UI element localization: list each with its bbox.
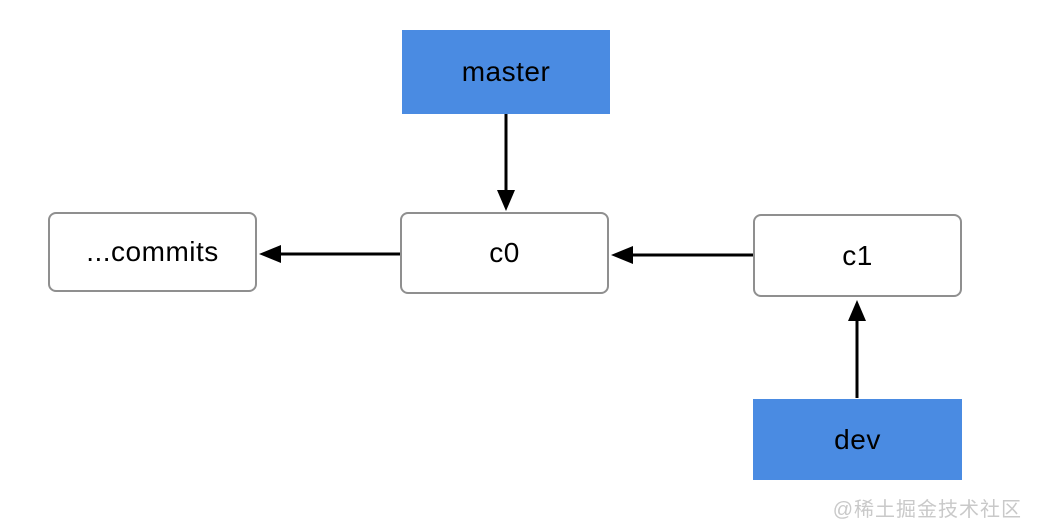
edge-c0-to-commits (259, 245, 401, 263)
edge-dev-to-c1 (848, 300, 866, 398)
commit-node-history: ...commits (48, 212, 257, 292)
watermark: @稀土掘金技术社区 (832, 499, 1022, 521)
commit-node-c0: c0 (400, 212, 609, 294)
arrowhead-down-icon (497, 190, 515, 211)
arrowhead-left-icon (259, 245, 281, 263)
branch-node-master: master (402, 30, 610, 114)
commit-node-c1-label: c1 (842, 239, 873, 271)
branch-node-dev: dev (753, 399, 962, 480)
edge-c1-to-c0 (611, 246, 754, 264)
commit-node-c0-label: c0 (489, 237, 520, 268)
commit-node-c1: c1 (753, 214, 962, 297)
branch-node-dev-label: dev (834, 423, 881, 455)
commit-node-history-label: ...commits (86, 236, 219, 267)
branch-node-master-label: master (461, 56, 551, 87)
arrowhead-left-icon (611, 246, 633, 264)
edge-master-to-c0 (497, 114, 515, 211)
arrowhead-up-icon (848, 300, 866, 321)
